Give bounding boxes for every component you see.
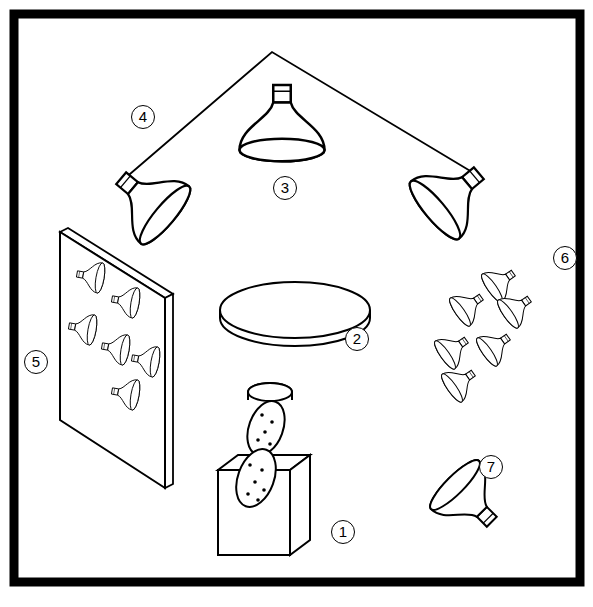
frame [14, 14, 580, 582]
projector [218, 383, 310, 555]
callout-number: 6 [553, 246, 577, 270]
callout-number: 2 [345, 327, 369, 351]
callout-number: 5 [24, 350, 48, 374]
callout-number: 4 [131, 105, 155, 129]
flood-lamp [403, 145, 502, 245]
lamp-board [60, 228, 173, 488]
spot-lamp [66, 259, 161, 411]
wire [123, 52, 477, 180]
callout-number: 3 [273, 176, 297, 200]
callout-number: 1 [331, 520, 355, 544]
flood-lamp [425, 455, 516, 546]
callout-number: 7 [479, 455, 503, 479]
flood-lamp [97, 150, 196, 250]
flood-lamp [240, 85, 325, 161]
spot-lamp-group [432, 259, 539, 404]
